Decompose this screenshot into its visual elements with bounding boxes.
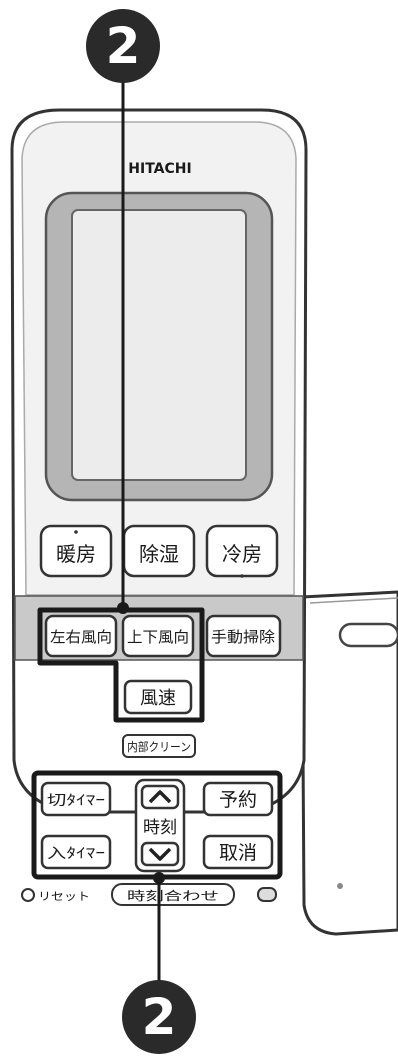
time-up-button[interactable] — [140, 784, 180, 810]
fan-speed-button[interactable] — [123, 679, 193, 715]
open-cover — [300, 590, 398, 936]
callout-circle-bottom — [122, 980, 196, 1054]
clock-set-label: 時刻合わせ — [127, 888, 219, 903]
cover-slot — [338, 622, 398, 648]
time-label: 時刻 — [143, 818, 177, 838]
snow-dot-icon — [240, 574, 244, 578]
callout-number-bottom: 2 — [142, 988, 177, 1046]
reserve-button[interactable] — [202, 781, 274, 817]
brand-logo: HITACHI — [128, 161, 191, 177]
reset-hole[interactable] — [21, 888, 35, 902]
indicator-led — [257, 887, 277, 902]
mode-cool-button[interactable] — [205, 524, 279, 578]
louver-ud-label: 上下風向 — [127, 628, 189, 646]
mode-heat-label: 暖房 — [56, 542, 96, 566]
louver-lr-label: 左右風向 — [50, 628, 112, 646]
manual-clean-label: 手動掃除 — [211, 628, 275, 646]
clock-set-button[interactable] — [111, 883, 235, 906]
louver-ud-button[interactable] — [121, 614, 195, 658]
on-timer-label: 入ﾀｲﾏｰ — [47, 846, 105, 862]
off-timer-label: 切ﾀｲﾏｰ — [47, 793, 105, 809]
cover-screw-hole — [337, 883, 343, 889]
display-screen — [71, 209, 247, 481]
internal-clean-button[interactable] — [122, 734, 196, 758]
fan-speed-label: 風速 — [140, 688, 176, 709]
manual-clean-button[interactable] — [205, 614, 282, 658]
chevron-up-icon — [148, 790, 172, 804]
leader-dot-top — [117, 602, 129, 614]
time-down-button[interactable] — [140, 841, 180, 867]
highlight-louver-fan-group — [37, 607, 205, 723]
louver-lr-button[interactable] — [44, 614, 118, 658]
off-timer-button[interactable] — [40, 781, 112, 817]
cancel-label: 取消 — [219, 842, 257, 864]
leader-dot-bottom — [153, 872, 165, 884]
internal-clean-label: 内部クリーン — [127, 739, 191, 754]
sun-dot-icon — [74, 530, 78, 534]
on-timer-button[interactable] — [40, 834, 112, 870]
callout-circle-top — [86, 9, 160, 83]
reset-label: リセット — [38, 890, 90, 903]
reserve-label: 予約 — [219, 789, 257, 811]
mode-cool-label: 冷房 — [222, 542, 262, 566]
mode-dry-label: 除湿 — [139, 542, 179, 566]
mode-heat-button[interactable] — [39, 524, 113, 578]
cancel-button[interactable] — [202, 834, 274, 870]
chevron-down-icon — [148, 847, 172, 861]
callout-number-top: 2 — [106, 17, 141, 75]
